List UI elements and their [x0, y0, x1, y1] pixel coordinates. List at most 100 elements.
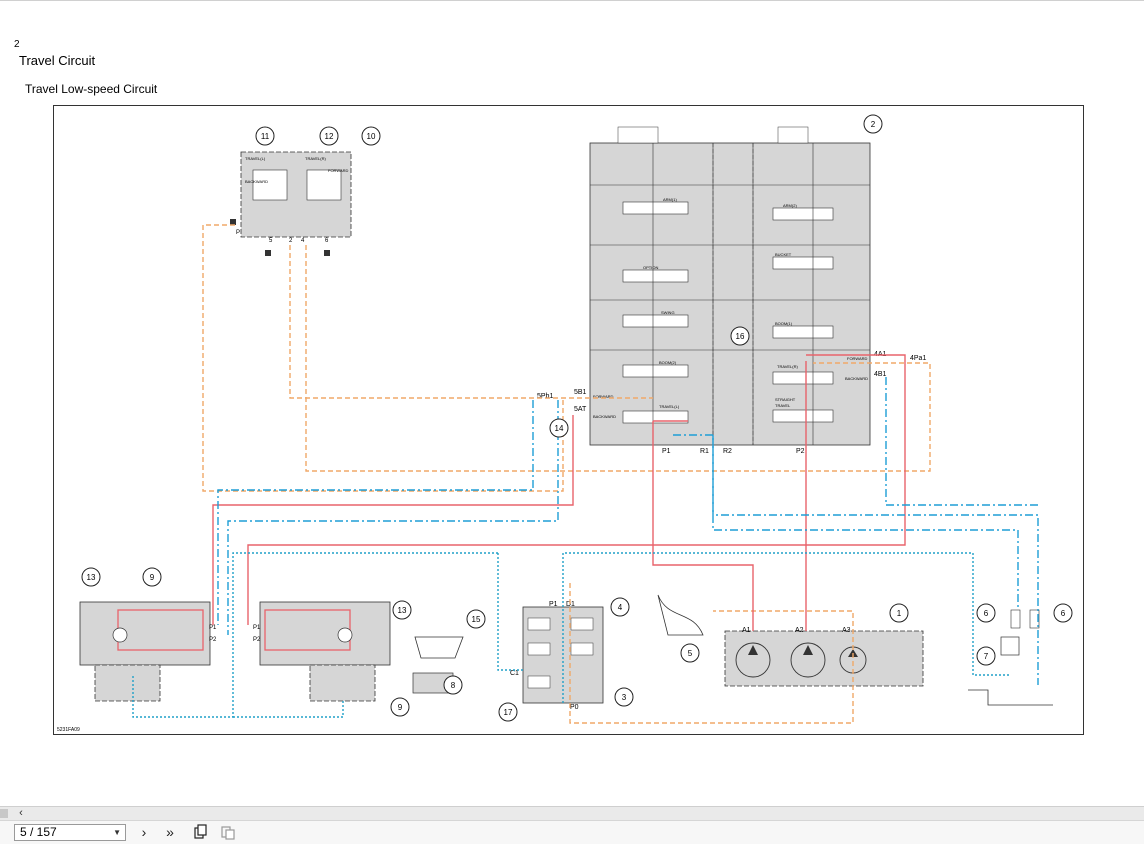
spool-boom1-label: BOOM(1) — [775, 321, 793, 326]
filter-6b — [1029, 609, 1040, 629]
joint-port-p0: P0 — [570, 704, 579, 711]
callout-6a: 6 — [984, 609, 989, 618]
return-lines — [217, 377, 1039, 685]
callout-6b: 6 — [1061, 609, 1066, 618]
page-selector[interactable]: 5 / 157 ▼ — [14, 824, 126, 841]
filter-6a — [1010, 609, 1021, 629]
callout-17: 17 — [504, 708, 513, 717]
cooler-7 — [1000, 636, 1020, 656]
rcv-backward-l-label: BACKWARD — [245, 179, 268, 184]
callout-10: 10 — [367, 132, 376, 141]
rcv-port-4: 4 — [301, 238, 305, 244]
spool-arm2-label: ARM(2) — [783, 203, 797, 208]
mcv-backward-l: BACKWARD — [593, 414, 616, 419]
callout-14: 14 — [555, 424, 564, 433]
travel-motor-right: P1 P2 — [253, 601, 391, 702]
callout-markers — [81, 114, 1073, 722]
spool-travel-label: TRAVEL — [775, 403, 791, 408]
mcv-port-p1: P1 — [662, 448, 671, 455]
mcv-forward-r: FORWARD — [847, 356, 868, 361]
spool-option-label: OPTION — [643, 265, 658, 270]
callout-7: 7 — [984, 652, 989, 661]
viewer-toolbar: 5 / 157 ▼ › » — [0, 820, 1144, 844]
spool-boom2-label: BOOM(2) — [659, 360, 677, 365]
spool-arm1-label: ARM(1) — [663, 197, 677, 202]
joint-port-c1: C1 — [510, 670, 519, 677]
callout-3: 3 — [622, 693, 627, 702]
drain-lines — [132, 552, 1011, 718]
callout-16: 15 — [472, 615, 481, 624]
rcv-port-2: 2 — [289, 238, 293, 244]
pump-port-a2: A2 — [795, 627, 804, 634]
rcv-forward-r-label: FORWARD — [328, 168, 349, 173]
two-page-icon[interactable] — [218, 824, 238, 841]
turning-joint: P1 D1 C1 P0 — [510, 601, 604, 711]
motor-right-p1: P1 — [253, 625, 261, 631]
hydraulic-diagram: TRAVEL(L) TRAVEL(R) BACKWARD FORWARD P 5… — [53, 105, 1084, 735]
mcv-forward-l: FORWARD — [593, 394, 614, 399]
pressure-lines — [212, 354, 906, 631]
mcv-port-5pb1: 5Pb1 — [537, 393, 553, 400]
page-subtitle: Travel Low-speed Circuit — [25, 82, 158, 96]
spool-straight-label: STRAIGHT — [775, 397, 796, 402]
callout-12: 12 — [325, 132, 334, 141]
pump-port-a1: A1 — [742, 627, 751, 634]
callout-1: 1 — [897, 609, 902, 618]
single-page-icon[interactable] — [190, 824, 210, 841]
dropdown-icon[interactable]: ▼ — [113, 828, 121, 837]
spool-travel-l-label: TRAVEL(L) — [659, 404, 680, 409]
spool-bucket-label: BUCKET — [775, 252, 792, 257]
callout-4: 4 — [618, 603, 623, 612]
tank-line — [968, 689, 1053, 706]
scroll-thumb[interactable] — [0, 809, 8, 818]
callout-8: 8 — [451, 681, 456, 690]
pilot-lines — [202, 224, 931, 724]
joint-port-p1: P1 — [549, 601, 558, 608]
document-viewport: 2 Travel Circuit Travel Low-speed Circui… — [0, 0, 1144, 735]
callout-15: 16 — [736, 332, 745, 341]
figure-code: 5231FA09 — [57, 727, 80, 733]
mcv-port-4b1: 4B1 — [874, 371, 887, 378]
scroll-left-icon[interactable]: ‹ — [19, 807, 23, 819]
rcv-port-p: P — [236, 230, 240, 236]
joint-port-d1: D1 — [566, 601, 575, 608]
mcv-port-p2: P2 — [796, 448, 805, 455]
main-pump: A1 A2 A3 — [724, 627, 924, 687]
mcv-port-5at: 5AT — [574, 406, 587, 413]
rcv-travel-l-label: TRAVEL(L) — [245, 156, 266, 161]
mcv-port-r1: R1 — [700, 448, 709, 455]
callout-13a: 13 — [87, 573, 96, 582]
rcv-port-5: 5 — [269, 238, 273, 244]
pump-port-a3: A3 — [842, 627, 851, 634]
next-page-icon[interactable]: › — [141, 824, 147, 840]
callout-11: 11 — [261, 132, 270, 141]
main-control-valve: ARM(1) OPTION SWING BOOM(2) TRAVEL(L) FO… — [537, 126, 926, 455]
spool-travel-r-label: TRAVEL(R) — [777, 364, 798, 369]
callout-13b: 13 — [398, 606, 407, 615]
mcv-port-4pa1: 4Pa1 — [910, 355, 926, 362]
page-indicator: 5 / 157 — [20, 825, 57, 839]
mcv-backward-r: BACKWARD — [845, 376, 868, 381]
motor-left-p2: P2 — [209, 637, 217, 643]
mcv-port-r2: R2 — [723, 448, 732, 455]
last-page-icon[interactable]: » — [166, 824, 174, 840]
motor-left-p1: P1 — [209, 625, 217, 631]
motor-right-p2: P2 — [253, 637, 261, 643]
callout-5: 5 — [688, 649, 693, 658]
rcv-port-6: 6 — [325, 238, 329, 244]
spool-swing-label: SWING — [661, 310, 675, 315]
mcv-port-5b1: 5B1 — [574, 389, 587, 396]
callout-labels: 1 2 3 4 5 6 6 7 8 9 9 10 11 12 13 13 15 … — [87, 120, 1066, 717]
horizontal-scrollbar[interactable]: ‹ — [0, 806, 1144, 820]
pedal-5 — [657, 594, 704, 636]
remote-control-valve: TRAVEL(L) TRAVEL(R) BACKWARD FORWARD P 5… — [230, 151, 352, 256]
travel-motor-left: P1 P2 — [79, 601, 217, 702]
monitor-16 — [414, 636, 464, 659]
callout-2: 2 — [871, 120, 876, 129]
callout-9a: 9 — [150, 573, 155, 582]
callout-9b: 9 — [398, 703, 403, 712]
rcv-travel-r-label: TRAVEL(R) — [305, 156, 326, 161]
page-number: 2 — [14, 39, 20, 50]
diagram-frame — [53, 105, 1084, 735]
page-title: Travel Circuit — [19, 53, 96, 68]
